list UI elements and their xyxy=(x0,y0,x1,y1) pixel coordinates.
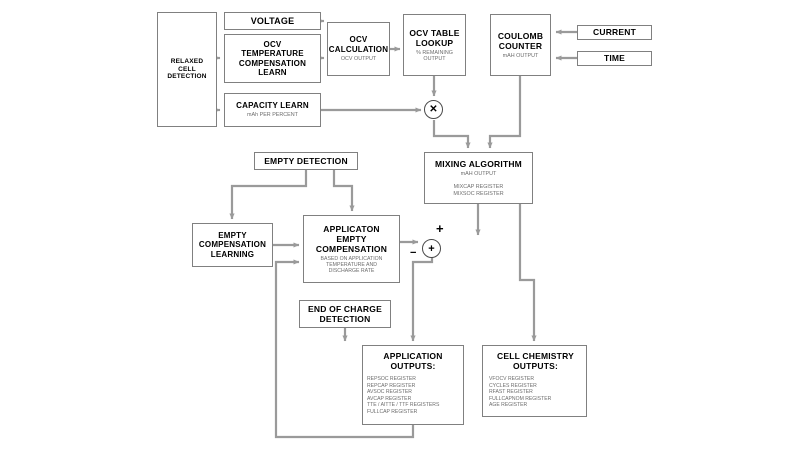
wire-emptydet-to-emptylearn xyxy=(229,170,308,220)
node-subtitle: % REMAINING OUTPUT xyxy=(416,49,453,63)
node-title: OCV TABLE LOOKUP xyxy=(409,27,460,48)
wire-coulomb-to-mixing xyxy=(487,76,522,149)
node-capacity-learn[interactable]: CAPACITY LEARN mAh PER PERCENT xyxy=(224,93,321,127)
wire-appoutputs-feedback xyxy=(274,259,415,439)
sum-junction[interactable]: + xyxy=(422,239,441,258)
node-empty-compensation-learning[interactable]: EMPTY COMPENSATION LEARNING xyxy=(192,223,273,267)
node-subtitle: mAH OUTPUT xyxy=(460,170,497,177)
node-title: CAPACITY LEARN xyxy=(236,101,309,111)
node-title: RELAXED CELL DETECTION xyxy=(167,58,207,81)
node-title: VOLTAGE xyxy=(250,15,295,26)
node-registers: VFOCV REGISTER CYCLES REGISTER RFAST REG… xyxy=(489,376,552,409)
node-subtitle: mAH OUTPUT xyxy=(502,52,539,59)
node-registers: MIXCAP REGISTER MIXSOC REGISTER xyxy=(453,184,504,197)
node-ocv-table-lookup[interactable]: OCV TABLE LOOKUP % REMAINING OUTPUT xyxy=(403,14,466,76)
node-coulomb-counter[interactable]: COULOMB COUNTER mAH OUTPUT xyxy=(490,14,551,76)
node-current[interactable]: CURRENT xyxy=(577,25,652,40)
node-title: APPLICATON EMPTY COMPENSATION xyxy=(315,223,388,254)
node-time[interactable]: TIME xyxy=(577,51,652,66)
node-title: CELL CHEMISTRY OUTPUTS: xyxy=(497,351,574,372)
node-ocv-temperature-compensation-learn[interactable]: OCV TEMPERATURE COMPENSATION LEARN xyxy=(224,34,321,83)
node-application-empty-compensation[interactable]: APPLICATON EMPTY COMPENSATION BASED ON A… xyxy=(303,215,400,283)
node-registers: REPSOC REGISTER REPCAP REGISTER AVSOC RE… xyxy=(367,376,440,415)
node-mixing-algorithm[interactable]: MIXING ALGORITHM mAH OUTPUT MIXCAP REGIS… xyxy=(424,152,533,204)
node-title: MIXING ALGORITHM xyxy=(435,158,522,169)
connector-group xyxy=(214,18,577,439)
node-title: OCV CALCULATION xyxy=(328,35,389,54)
minus-sign-left: − xyxy=(410,247,417,259)
plus-sign-top: + xyxy=(436,221,444,236)
wire-sum-to-appoutputs xyxy=(410,249,434,342)
node-title: OCV TEMPERATURE COMPENSATION LEARN xyxy=(238,39,307,77)
wire-emptydet-to-appempty xyxy=(332,170,355,212)
node-title: APPLICATION OUTPUTS: xyxy=(383,351,443,372)
multiply-junction[interactable]: ✕ xyxy=(424,100,443,119)
node-cell-chemistry-outputs[interactable]: CELL CHEMISTRY OUTPUTS: VFOCV REGISTER C… xyxy=(482,345,587,417)
node-title: END OF CHARGE DETECTION xyxy=(308,303,382,324)
node-voltage[interactable]: VOLTAGE xyxy=(224,12,321,30)
node-title: TIME xyxy=(603,53,626,64)
node-empty-detection[interactable]: EMPTY DETECTION xyxy=(254,152,358,170)
node-subtitle: BASED ON APPLICATION TEMPERATURE AND DIS… xyxy=(320,255,383,275)
node-title: COULOMB COUNTER xyxy=(497,30,544,51)
node-title: CURRENT xyxy=(593,27,636,38)
wire-multiply-to-mixing xyxy=(432,120,471,149)
node-title: EMPTY DETECTION xyxy=(264,155,348,166)
wire-mixing-to-cellchem xyxy=(518,204,537,342)
node-subtitle: OCV OUTPUT xyxy=(340,56,377,63)
node-title: EMPTY COMPENSATION LEARNING xyxy=(198,230,267,259)
node-application-outputs[interactable]: APPLICATION OUTPUTS: REPSOC REGISTER REP… xyxy=(362,345,464,425)
node-relaxed-cell-detection[interactable]: RELAXED CELL DETECTION xyxy=(157,12,217,127)
node-ocv-calculation[interactable]: OCV CALCULATION OCV OUTPUT xyxy=(327,22,390,76)
node-end-of-charge-detection[interactable]: END OF CHARGE DETECTION xyxy=(299,300,391,328)
node-subtitle: mAh PER PERCENT xyxy=(247,112,298,119)
